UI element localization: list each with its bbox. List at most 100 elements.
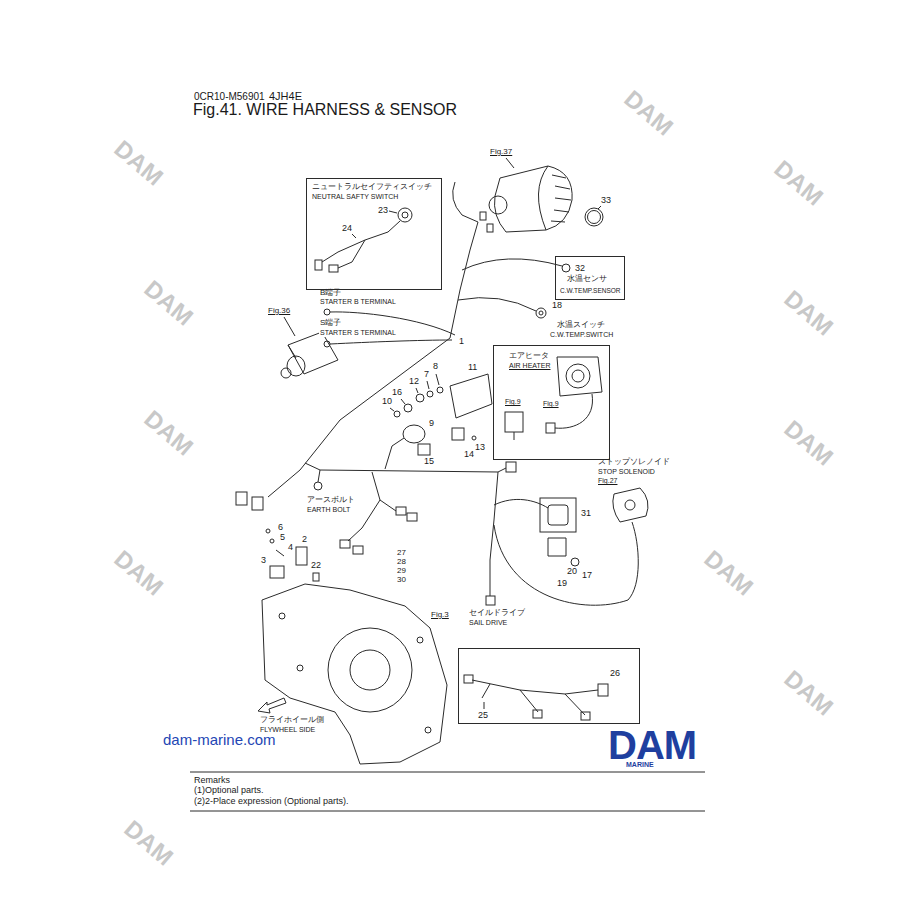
part-label: セイルドライブ: [468, 609, 526, 618]
part-label: アースボルト: [306, 496, 356, 505]
bolt-hole: [425, 727, 431, 733]
part-label: S端子: [319, 319, 342, 328]
earth-bolt: [314, 482, 322, 490]
flywheel-housing: [262, 584, 447, 764]
wire-harness: [268, 182, 638, 605]
callout-number: 25: [477, 711, 489, 721]
sleeve: [270, 566, 284, 578]
stop-solenoid: [613, 488, 648, 522]
callout-number: 23: [377, 206, 389, 216]
callout-number: 33: [600, 196, 612, 206]
connector: [581, 712, 590, 720]
callout-number: 6: [277, 523, 284, 533]
starter-motor: [288, 332, 338, 374]
callout-number: 3: [260, 556, 267, 566]
callout-number: 27: [396, 549, 407, 558]
leader-line: [506, 158, 514, 168]
bolt-hole: [297, 665, 303, 671]
callout-number: 24: [341, 224, 353, 234]
callout-number: 15: [423, 457, 435, 467]
figure-reference: Fig.27: [597, 477, 618, 485]
bolt-hole: [417, 637, 423, 643]
alternator-pulley: [489, 196, 507, 214]
sensor-wire: [458, 259, 562, 311]
washer: [270, 539, 274, 543]
callout-number: 7: [423, 370, 430, 380]
washer: [416, 394, 424, 402]
stop-solenoid: [625, 500, 635, 510]
connector: [546, 423, 555, 433]
connector: [506, 462, 516, 472]
sleeve: [296, 547, 307, 565]
part-label: EARTH BOLT: [306, 506, 351, 514]
connector: [236, 492, 247, 505]
temp-sensor: [562, 264, 570, 272]
connector: [487, 224, 493, 232]
callout-number: 8: [432, 362, 439, 372]
starter-pinion: [281, 368, 291, 378]
frame-label: AIR HEATER: [508, 362, 552, 370]
air-heater: [557, 357, 602, 396]
starter-motor: [287, 356, 305, 376]
washer: [437, 387, 443, 393]
relay-bracket: [450, 374, 492, 418]
callout-number: 32: [574, 264, 586, 274]
frame-label: Fig.9: [504, 398, 522, 406]
air-heater: [566, 364, 590, 388]
callout-frame: 32水温センサC.W.TEMP.SENSOR: [555, 256, 625, 300]
terminal: [324, 309, 330, 315]
callout-number: 4: [287, 543, 294, 553]
screw: [266, 529, 270, 533]
callout-frame: 25 26: [458, 648, 640, 724]
leader-line: [284, 317, 295, 336]
alternator: [494, 166, 572, 232]
plug: [313, 573, 319, 581]
part-label: 4JH4E: [268, 90, 303, 102]
relay: [403, 425, 425, 443]
heater-relay: [505, 412, 523, 432]
callout-number: 28: [396, 558, 407, 567]
air-heater: [572, 370, 584, 382]
bolt-hole: [279, 613, 285, 619]
brand-logo: DAM: [607, 728, 697, 762]
callout-number: 18: [551, 301, 563, 311]
callout-number: 26: [609, 669, 621, 679]
hose-clamp: [585, 208, 603, 226]
watermark: DAM: [618, 85, 678, 142]
frame-label: NEUTRAL SAFTY SWITCH: [311, 193, 399, 201]
nut: [404, 404, 412, 412]
connector: [486, 596, 495, 605]
rule-line: [190, 772, 705, 811]
part-label: (1)Optional parts.: [193, 786, 265, 796]
figure-reference: Fig.36: [267, 307, 291, 316]
callout-frame: エアヒータAIR HEATER Fig.9 Fig.9: [493, 345, 610, 460]
connector: [329, 265, 338, 272]
callout-number: 13: [474, 443, 486, 453]
neutral-switch: [402, 212, 408, 218]
part-label: フライホイール側: [259, 716, 325, 725]
flywheel-housing: [328, 628, 412, 712]
part-label: Remarks: [193, 776, 231, 786]
callout-number: 19: [556, 579, 568, 589]
heater-wire: [514, 394, 592, 440]
callout-number: 17: [581, 571, 593, 581]
frame-label: Fig.9: [542, 400, 560, 408]
connector: [533, 710, 542, 718]
watermark: DAM: [138, 275, 198, 332]
callout-number: 29: [396, 567, 407, 576]
callout-number: 31: [580, 509, 592, 519]
watermark: DAM: [118, 815, 178, 872]
figure-reference: Fig.37: [489, 148, 513, 157]
flywheel-housing: [350, 650, 390, 690]
hose-clamp: [588, 211, 601, 224]
pin: [276, 550, 284, 556]
starter-wire: [330, 312, 455, 344]
temp-switch: [539, 311, 543, 315]
callout-number: 11: [467, 363, 478, 373]
direction-arrow: [258, 698, 286, 713]
nut: [571, 558, 579, 566]
frame-label: エアヒータ: [508, 352, 550, 361]
leader-line: [390, 374, 439, 411]
sensor: [548, 538, 566, 556]
